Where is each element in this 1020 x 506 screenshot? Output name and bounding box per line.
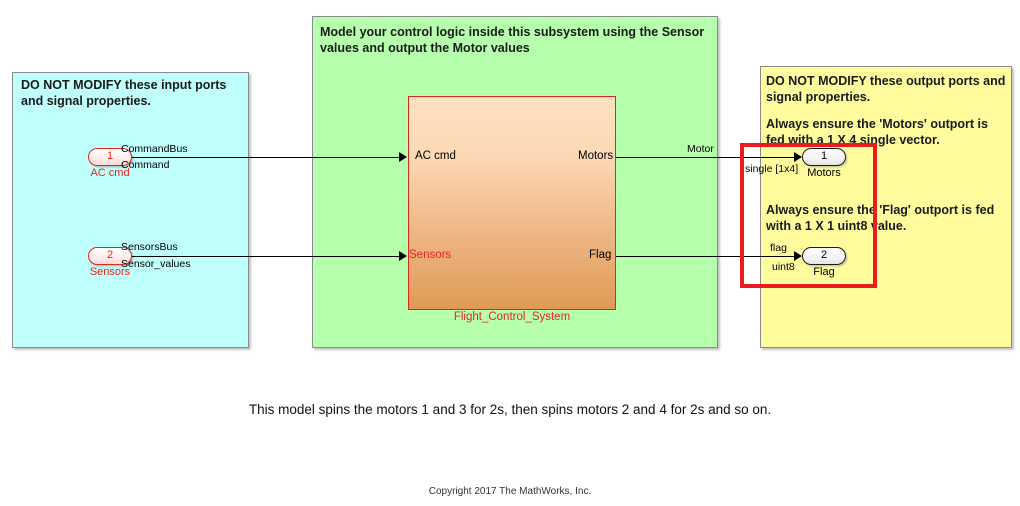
inport-caption-sensors: Sensors [89,266,131,278]
input-annotation-panel[interactable] [12,72,249,348]
signal-label-sensorsbus: SensorsBus [121,241,178,253]
outport-block-flag[interactable]: 2 [802,247,846,265]
wire-motors [616,156,798,158]
output-panel-note-header: DO NOT MODIFY these output ports and sig… [766,74,1006,104]
type-label-uint8: uint8 [772,261,795,273]
output-panel-note-flag: Always ensure the 'Flag' outport is fed … [766,203,998,233]
wire-flag [616,255,798,257]
wire-ac-cmd [132,156,400,158]
signal-label-sensor-values: Sensor_values [121,258,191,270]
subsystem-output-label-motors: Motors [578,150,614,162]
model-description-caption: This model spins the motors 1 and 3 for … [248,402,772,417]
arrow-flag-in [794,251,802,261]
arrow-motors-in [794,152,802,162]
arrow-sensors-in [399,251,407,261]
logic-panel-note: Model your control logic inside this sub… [320,25,708,55]
signal-label-commandbus: CommandBus [121,143,188,155]
subsystem-name-label: Flight_Control_System [453,311,571,323]
signal-label-flag: flag [770,242,787,254]
subsystem-input-label-ac-cmd: AC cmd [415,150,456,162]
signal-label-command: Command [121,159,170,171]
output-panel-note-motors: Always ensure the 'Motors' outport is fe… [766,117,992,147]
output-annotation-panel[interactable] [760,66,1012,348]
flight-control-system-block[interactable] [408,96,616,310]
outport-caption-motors: Motors [807,167,841,179]
inport-block-ac-cmd[interactable]: 1 [88,148,132,166]
input-panel-note: DO NOT MODIFY these input ports and sign… [21,78,230,108]
copyright-notice: Copyright 2017 The MathWorks, Inc. [428,486,592,497]
outport-caption-flag: Flag [813,266,835,278]
signal-label-motor: Motor [687,143,714,155]
outport-block-motors[interactable]: 1 [802,148,846,166]
arrow-ac-cmd-in [399,152,407,162]
subsystem-output-label-flag: Flag [589,249,612,261]
output-ports-highlight-rectangle[interactable] [740,143,877,288]
type-label-single-1x4: single [1x4] [745,163,799,175]
inport-block-sensors[interactable]: 2 [88,247,132,265]
subsystem-input-label-sensors: Sensors [409,249,452,261]
inport-caption-ac-cmd: AC cmd [90,167,130,179]
wire-sensors [132,255,400,257]
